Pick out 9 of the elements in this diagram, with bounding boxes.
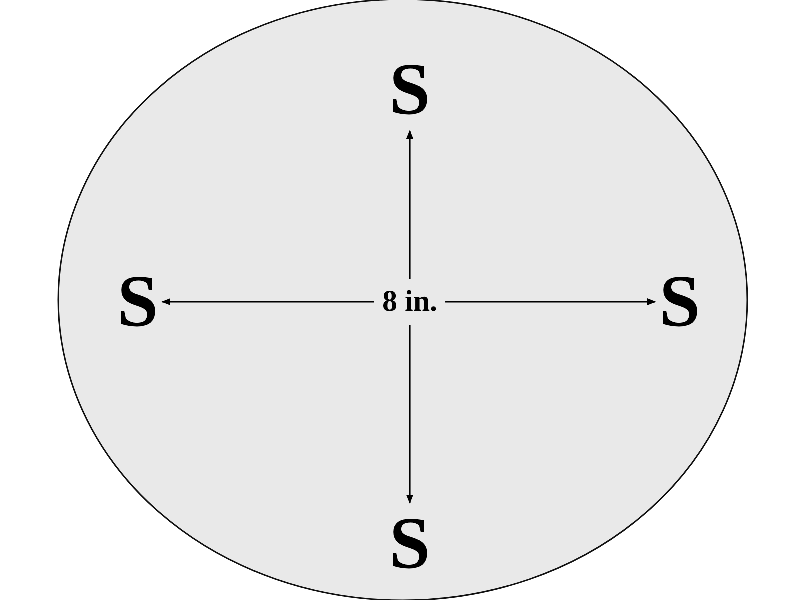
arrow [446, 298, 656, 306]
arrow [406, 325, 414, 504]
letter-label: S [659, 265, 701, 339]
dimension-label: 8 in. [382, 287, 438, 317]
arrow [162, 298, 374, 306]
arrow [406, 130, 414, 279]
letter-label: S [117, 265, 159, 339]
letter-label: S [389, 53, 431, 127]
letter-label: S [389, 507, 431, 581]
